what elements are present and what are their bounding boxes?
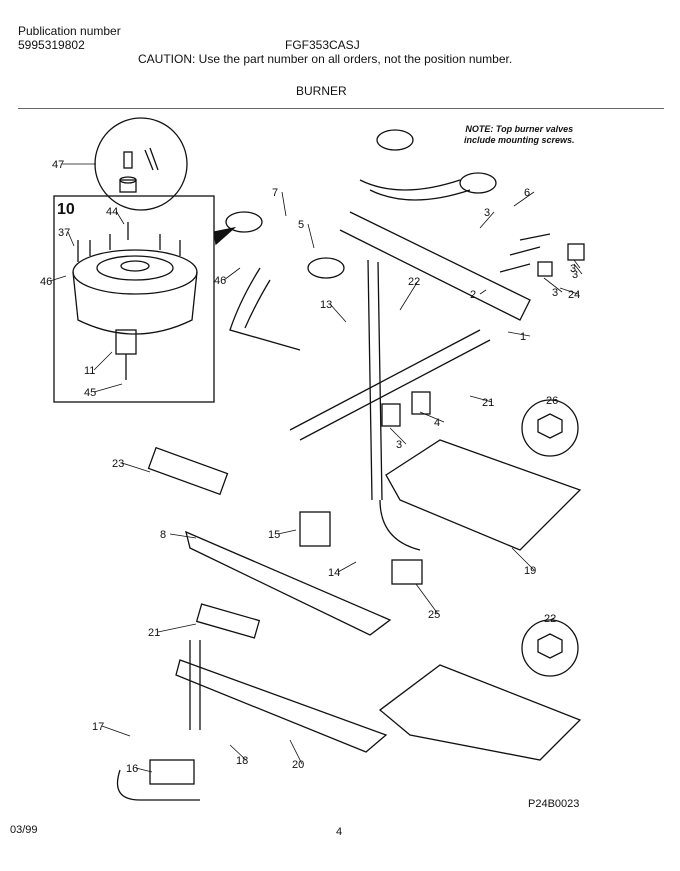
callout-number: 18 [236,755,248,767]
oven-burner-tube [185,530,392,636]
callout-leader [157,623,197,633]
callout-leader [67,231,75,247]
callout-number: 7 [272,187,278,199]
callout-leader [507,331,531,337]
callout-leader [479,211,495,229]
callout-number: 37 [58,227,70,239]
callout-number: 14 [328,567,340,579]
callout-number: 25 [428,609,440,621]
baffle-25 [385,439,582,551]
footer-page: 4 [336,826,343,838]
callout-leader [229,744,247,761]
callout-number: 1 [520,331,526,343]
callout-number: 17 [92,721,104,733]
callout-number: 5 [298,219,304,231]
callout-number: 3 [484,207,490,219]
manifold-rail [289,329,491,441]
callout-leader [549,617,555,621]
callout-leader [399,280,419,311]
callout-leader [543,277,563,293]
callout-number: 11 [84,365,95,377]
callout-number: 46 [214,275,226,287]
callout-leader [389,427,407,445]
callout-number: 20 [292,759,304,771]
callout-number: 16 [126,763,138,775]
publication-number: 5995319802 [18,38,85,52]
callout-leader [93,383,123,393]
callout-leader [289,739,303,765]
callout-leader [573,263,583,275]
callout-leader [513,191,535,207]
callout-number: 8 [160,529,166,541]
callout-number: 6 [524,187,530,199]
callout-leader [101,725,131,737]
callout-number: 21 [482,397,494,409]
callout-leader [169,533,197,539]
model-number: FGF353CASJ [285,38,360,52]
inset-label-10: 10 [57,201,75,218]
callout-number: 3 [572,269,578,281]
callout-leader [307,223,315,249]
publication-label: Publication number [18,24,121,38]
callout-number: 3 [570,263,576,275]
callout-leader [511,547,535,571]
manifold-pipe [339,211,531,321]
callout-number: 3 [396,439,402,451]
callout-leader [415,583,439,615]
valve-note-line-2: include mounting screws. [464,135,575,145]
valve-note-line-1: NOTE: Top burner valves [465,124,574,134]
callout-leader [49,275,67,282]
callout-leader [469,395,493,403]
callout-number: 19 [524,565,536,577]
callout-number: 22 [408,276,420,288]
callout-leader [573,259,581,269]
detail-circle-21-lower [521,619,579,677]
callout-leader [419,411,445,423]
callout-number: 2 [470,289,476,301]
callout-leader [223,267,241,281]
callout-number: 47 [52,159,64,171]
callout-number: 23 [112,458,124,470]
callout-number: 15 [268,529,280,541]
inset-box-10 [53,195,215,403]
callout-number: 46 [40,276,52,288]
valve-note: NOTE: Top burner valves include mounting… [464,124,575,146]
callout-leader [281,191,287,217]
callout-number: 3 [552,287,558,299]
callout-leader [559,287,579,295]
callout-leader [121,462,151,473]
detail-circle-21-upper [521,399,579,457]
callout-leader [277,529,297,535]
baffle-20 [378,664,582,761]
callout-leader [93,351,113,371]
diagram-code: P24B0023 [528,798,579,810]
callout-number: 4 [434,417,440,429]
header-divider [18,108,664,109]
section-title: BURNER [296,84,347,98]
footer-date: 03/99 [10,824,38,836]
caution-text: CAUTION: Use the part number on all orde… [138,52,513,66]
callout-number: 13 [320,299,332,311]
broil-burner-tube [175,659,388,753]
callout-number: 21 [148,627,160,639]
callout-leader [337,561,357,573]
callout-leader [329,303,347,323]
callout-leader [135,767,153,773]
callout-number: 45 [84,387,96,399]
callout-number: 26 [546,395,558,407]
burner-cap-part [119,179,137,193]
callout-leader [479,289,487,295]
callout-leader [115,210,125,225]
callout-number: 24 [568,289,580,301]
callout-number: 44 [106,206,118,218]
callout-number: 22 [544,613,556,625]
